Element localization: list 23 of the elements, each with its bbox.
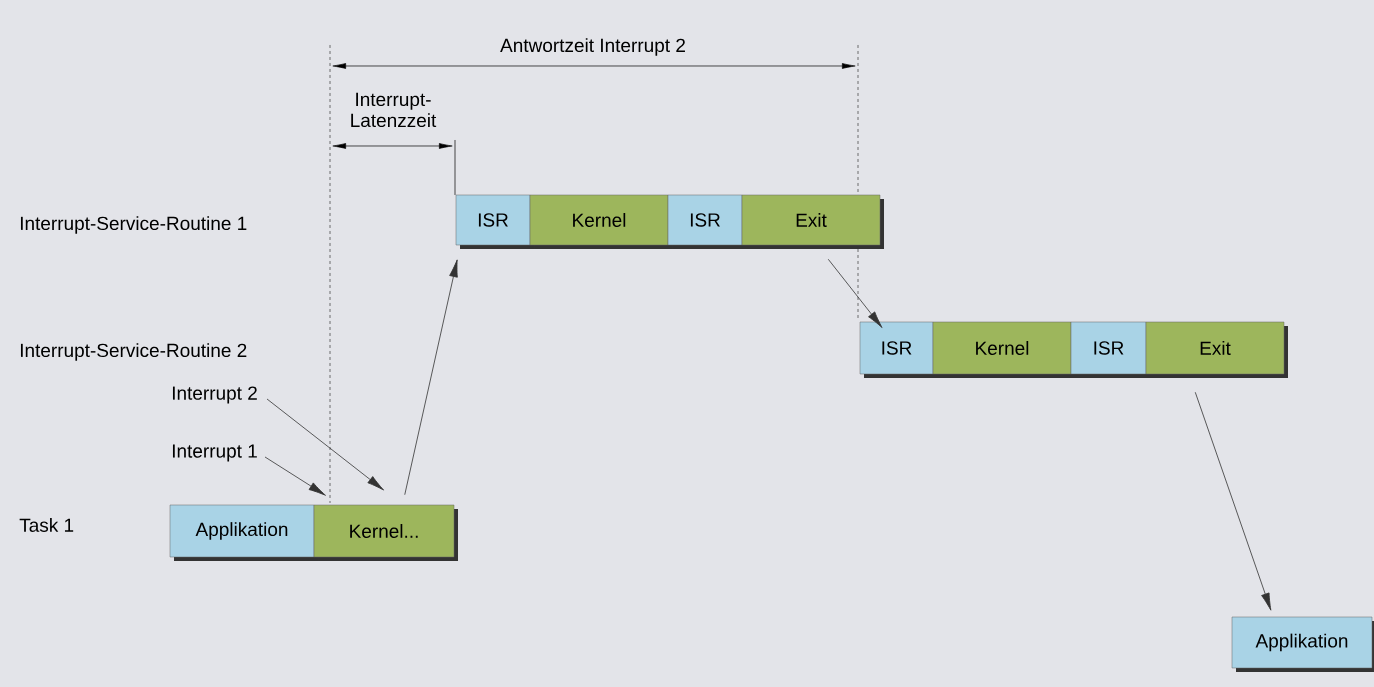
process-segment: Exit xyxy=(1145,321,1288,378)
process-segment: ISR xyxy=(667,194,746,249)
dimension-label: Interrupt- Latenzzeit xyxy=(351,92,437,128)
arrow xyxy=(1194,391,1272,611)
process-segment: ISR xyxy=(455,194,534,249)
arrow xyxy=(266,398,385,491)
process-segment: Kernel xyxy=(529,194,672,249)
arrow xyxy=(827,258,883,328)
row-label: Task 1 xyxy=(19,518,74,532)
process-segment: Kernel xyxy=(932,321,1075,378)
process-segment: Kernel... xyxy=(313,504,458,561)
process-segment: Exit xyxy=(741,194,884,249)
interrupt-label: Interrupt 1 xyxy=(172,444,257,462)
process-segment: ISR xyxy=(1070,321,1150,378)
process-segment: ISR xyxy=(859,321,937,378)
arrow xyxy=(404,259,458,496)
arrow xyxy=(264,456,326,496)
interrupt-label: Interrupt 2 xyxy=(172,386,257,404)
row-label: Interrupt-Service-Routine 2 xyxy=(20,343,247,361)
process-segment: Applikation xyxy=(1231,616,1374,672)
dimension-label: Antwortzeit Interrupt 2 xyxy=(498,36,688,58)
row-label: Interrupt-Service-Routine 1 xyxy=(20,216,247,234)
process-segment: Applikation xyxy=(169,504,318,561)
